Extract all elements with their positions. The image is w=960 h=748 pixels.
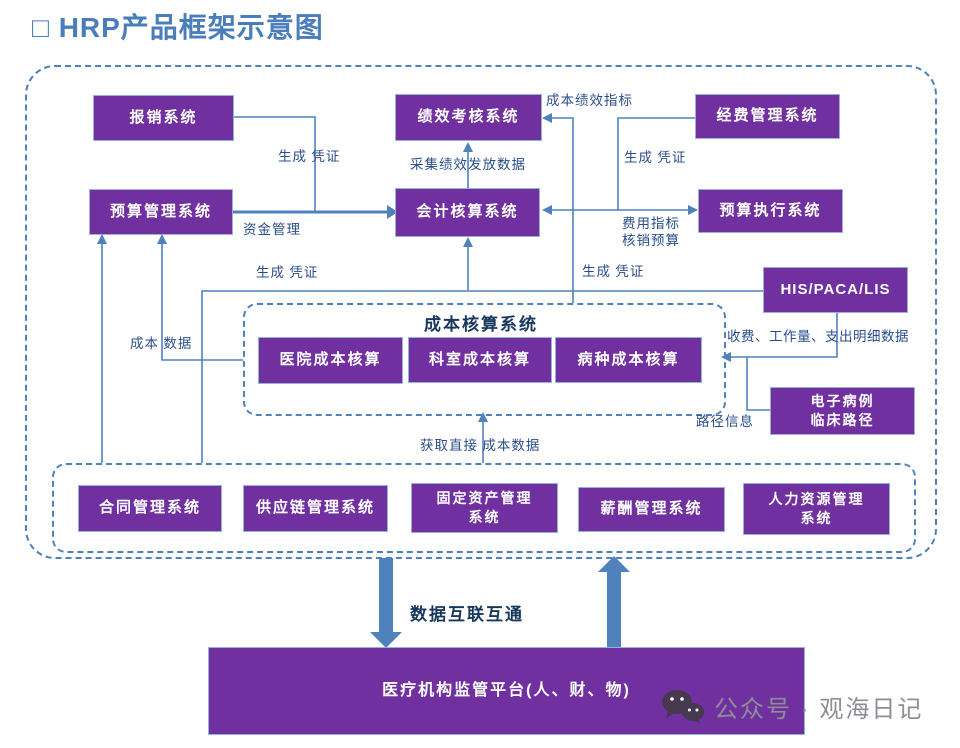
edge-label-cost-performance-indicator: 成本绩效指标 [546,93,633,108]
edge-label-generate-voucher-2: 生成 凭证 [256,265,319,280]
arrowhead-into-performance-bottom [463,142,473,152]
node-disease-cost-accounting: 病种成本核算 [555,337,702,383]
node-hr-management-system: 人力资源管理 系统 [743,483,890,535]
resource-systems-group-border [52,463,916,553]
edge-label-generate-voucher-1: 生成 凭证 [278,149,341,164]
node-supply-chain-management-system: 供应链管理系统 [243,485,388,532]
edge-costbox-to-budgetmgmt [161,243,243,361]
node-performance-appraisal-system: 绩效考核系统 [395,94,542,141]
watermark-text: 公众号 · 观海日记 [714,695,924,723]
data-interconnect-label: 数据互联互通 [410,605,524,624]
node-funds-management-system: 经费管理系统 [695,94,840,139]
edge-reimbursement-to-accounting [234,116,316,211]
edge-label-fund-management: 资金管理 [243,222,301,237]
edge-label-generate-voucher-4: 生成 凭证 [582,264,645,279]
big-arrow-down-shaft [379,558,393,634]
node-fixed-assets-management-system: 固定资产管理 系统 [411,483,558,533]
edge-bottom-to-voucher-line [201,290,763,463]
edge-label-expense-indicator-offset-budget: 费用指标 核销预算 [622,216,680,248]
wechat-icon [662,690,704,723]
node-salary-management-system: 薪酬管理系统 [578,487,725,532]
node-hospital-cost-accounting: 医院成本核算 [258,337,403,384]
big-arrow-up-head [598,556,630,572]
edge-label-cost-data: 成本 数据 [130,336,193,351]
outer-group-border [25,65,937,559]
arrowhead-into-budgetexec [688,205,698,215]
big-arrow-up-shaft [607,571,621,648]
cost-system-group-title: 成本核算系统 [424,315,538,334]
node-emr-clinical-pathway: 电子病例 临床路径 [770,387,915,435]
edge-label-generate-voucher-3: 生成 凭证 [624,150,687,165]
arrowhead-into-budgetmgmt-1 [97,234,107,244]
arrowhead-into-accounting-bottom [463,237,473,247]
edge-his-to-costbox [731,313,838,358]
arrowhead-into-performance-right [542,113,552,123]
edge-label-pathway-info: 路径信息 [696,414,754,429]
arrowhead-into-costbox-bottom [478,412,488,422]
edge-funds-to-junction [617,117,695,210]
arrowhead-into-accounting-left [387,205,398,219]
node-accounting-system: 会计核算系统 [395,188,540,237]
node-supervision-platform: 医疗机构监管平台(人、财、物) [208,647,805,735]
node-his-pacs-lis: HIS/PACA/LIS [763,267,908,313]
node-budget-execution-system: 预算执行系统 [698,189,843,233]
page-title: □ HRP产品框架示意图 [32,12,324,43]
watermark: 公众号 · 观海日记 [660,688,923,724]
arrowhead-into-budgetmgmt-2 [157,234,167,244]
big-arrow-down-head [370,632,402,648]
edge-label-direct-cost-data: 获取直接 成本数据 [420,438,541,453]
node-budget-management-system: 预算管理系统 [89,189,233,235]
arrowhead-into-accounting-right [542,205,552,215]
edge-emr-to-costbox [746,357,770,411]
arrowhead-into-costbox-right [721,352,731,362]
node-contract-management-system: 合同管理系统 [78,485,222,532]
edge-label-collect-performance-data: 采集绩效发放数据 [410,157,526,172]
node-department-cost-accounting: 科室成本核算 [408,337,552,383]
edge-cost-to-performance [552,117,574,303]
edge-label-fee-workload-expense-detail: 收费、工作量、支出明细数据 [727,329,909,344]
node-reimbursement-system: 报销系统 [93,95,234,141]
